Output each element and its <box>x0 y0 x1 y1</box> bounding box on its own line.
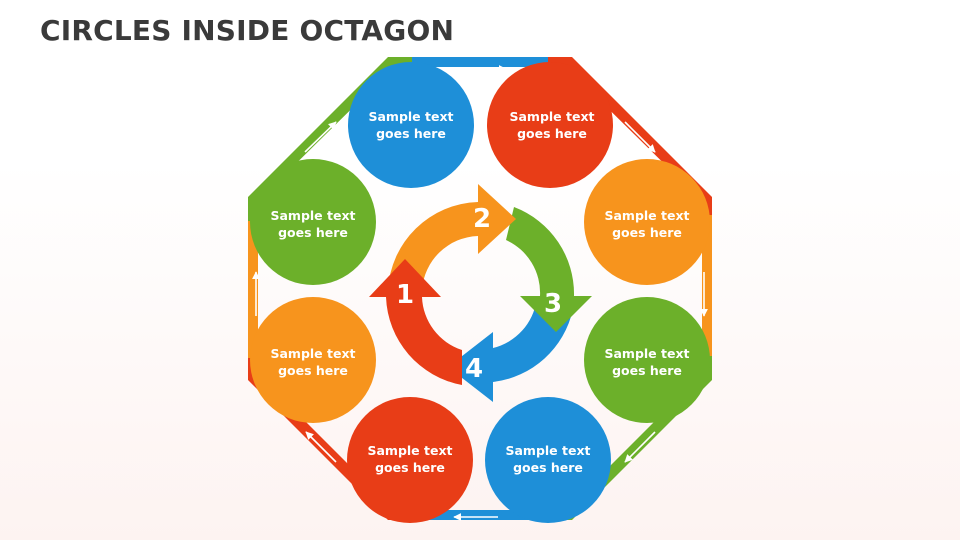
band-right <box>702 215 712 358</box>
circle-8-line1: Sample text <box>270 208 355 223</box>
cycle: 1 2 3 4 <box>369 184 592 402</box>
circle-8-shape <box>250 159 376 285</box>
circle-6: Sample text goes here <box>347 397 473 523</box>
arrow-down-right-icon <box>624 121 656 153</box>
octagon-band <box>248 57 712 520</box>
circle-5-line2: goes here <box>513 460 583 475</box>
circle-1: Sample text goes here <box>348 62 474 188</box>
circle-6-shape <box>347 397 473 523</box>
cycle-number-4: 4 <box>465 354 483 384</box>
circle-3-shape <box>584 159 710 285</box>
cycle-arrow-2-icon <box>478 184 516 254</box>
circle-5: Sample text goes here <box>485 397 611 523</box>
cycle-segment-1 <box>386 297 462 385</box>
cycle-arrow-1-icon <box>369 259 441 297</box>
circle-1-line2: goes here <box>376 126 446 141</box>
circle-2-shape <box>487 62 613 188</box>
circle-7-shape <box>250 297 376 423</box>
band-arrows <box>252 65 708 521</box>
circle-4: Sample text goes here <box>584 297 710 423</box>
circle-4-line2: goes here <box>612 363 682 378</box>
arrow-up-left-icon <box>305 431 337 463</box>
circle-3-line2: goes here <box>612 225 682 240</box>
cycle-arrow-4-icon <box>448 332 493 402</box>
circle-3: Sample text goes here <box>584 159 710 285</box>
page-title: CIRCLES INSIDE OCTAGON <box>40 14 455 47</box>
circle-6-line2: goes here <box>375 460 445 475</box>
circle-8: Sample text goes here <box>250 159 376 285</box>
arrow-up-right-icon <box>304 121 337 153</box>
circles: Sample text goes here Sample text goes h… <box>250 62 710 523</box>
cycle-segment-3 <box>506 207 575 296</box>
circle-2-line2: goes here <box>517 126 587 141</box>
circle-5-line1: Sample text <box>505 443 590 458</box>
circle-7-line2: goes here <box>278 363 348 378</box>
circle-3-line1: Sample text <box>604 208 689 223</box>
circle-5-shape <box>485 397 611 523</box>
circle-6-line1: Sample text <box>367 443 452 458</box>
circle-1-line1: Sample text <box>368 109 453 124</box>
circle-7: Sample text goes here <box>250 297 376 423</box>
circle-4-line1: Sample text <box>604 346 689 361</box>
circle-8-line2: goes here <box>278 225 348 240</box>
band-top <box>410 57 550 67</box>
circle-7-line1: Sample text <box>270 346 355 361</box>
cycle-number-2: 2 <box>473 204 491 234</box>
band-left <box>248 215 258 358</box>
circle-1-shape <box>348 62 474 188</box>
cycle-arrow-3-icon <box>520 296 592 332</box>
arrow-down-left-icon <box>624 431 656 463</box>
circle-4-shape <box>584 297 710 423</box>
cycle-number-3: 3 <box>544 289 562 319</box>
cycle-number-1: 1 <box>396 280 414 310</box>
circle-2: Sample text goes here <box>487 62 613 188</box>
circle-2-line1: Sample text <box>509 109 594 124</box>
